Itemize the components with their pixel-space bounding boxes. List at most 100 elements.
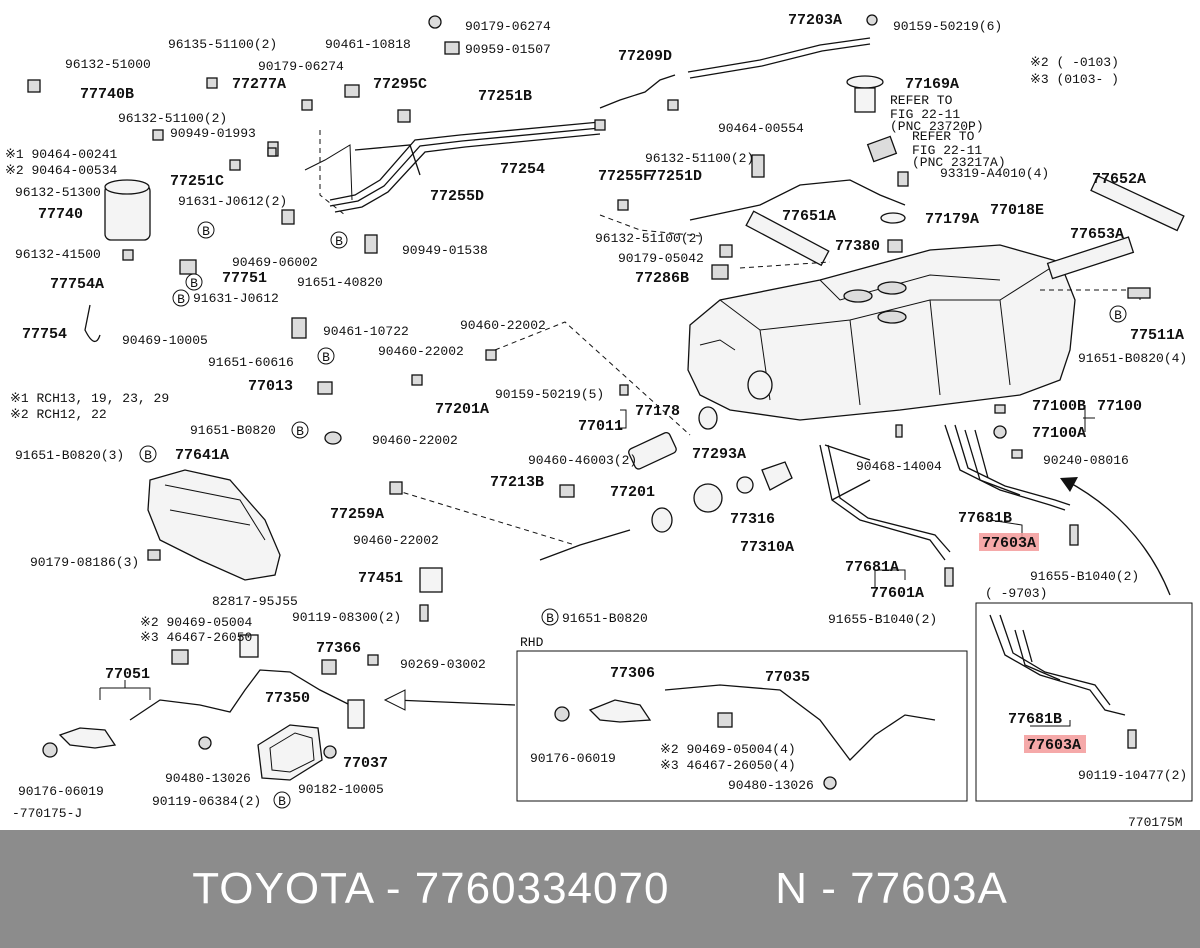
part-label: 77213B — [490, 474, 544, 491]
part-label: 91651-60616 — [208, 355, 294, 370]
hose-77259a-inner — [332, 457, 361, 498]
tube-77203a — [687, 37, 871, 79]
part-label: -770175-J — [12, 806, 82, 821]
part-label: 90949-01538 — [402, 243, 488, 258]
part-label: FIG 22-11 — [912, 143, 982, 158]
part-label: 91651-B0820 — [190, 423, 276, 438]
lever-77306-lhd — [58, 727, 117, 749]
part-label: ※3 (0103- ) — [1030, 72, 1119, 87]
part-label: 77035 — [765, 669, 810, 686]
part-label: 90119-06384(2) — [152, 794, 261, 809]
part-label: 77169A — [905, 76, 959, 93]
parts-diagram: B B B B B B B B B B 96132-51000 77740B 9… — [5, 12, 1193, 830]
part-label: 77037 — [343, 755, 388, 772]
badge-b: B — [202, 224, 210, 239]
part-label: 91631-J0612(2) — [178, 194, 287, 209]
part-label: 77100A — [1032, 425, 1086, 442]
filler-pipe-77201 — [539, 507, 673, 579]
protector-77653a — [1046, 236, 1135, 280]
part-label: 96132-51000 — [65, 57, 151, 72]
part-label: 77651A — [782, 208, 836, 225]
part-label: ※1 RCH13, 19, 23, 29 — [10, 391, 169, 406]
part-label: 90119-10477(2) — [1078, 768, 1187, 783]
part-label: 90176-06019 — [530, 751, 616, 766]
part-label: 77013 — [248, 378, 293, 395]
part-label: 96135-51100(2) — [168, 37, 277, 52]
part-label: 90461-10722 — [323, 324, 409, 339]
fuel-cap-77310a — [761, 461, 793, 491]
part-label: 77754A — [50, 276, 104, 293]
part-label: 77740B — [80, 86, 134, 103]
part-label: 77641A — [175, 447, 229, 464]
part-label: 90159-50219(6) — [893, 19, 1002, 34]
part-label: 91651-B0820(3) — [15, 448, 124, 463]
part-label: 77255D — [430, 188, 484, 205]
part-label: 90949-01993 — [170, 126, 256, 141]
part-label: REFER TO — [890, 93, 953, 108]
part-label: 96132-51300 — [15, 185, 101, 200]
badge-b: B — [335, 234, 343, 249]
part-label: 90480-13026 — [728, 778, 814, 793]
part-label: 77179A — [925, 211, 979, 228]
part-label: 90460-22002 — [378, 344, 464, 359]
part-labels: 96132-51000 77740B 96135-51100(2) 90461-… — [5, 12, 1187, 830]
part-label: 77740 — [38, 206, 83, 223]
part-label: 77681A — [845, 559, 899, 576]
part-label: 91655-B1040(2) — [828, 612, 937, 627]
part-label: 96132-51100(2) — [595, 231, 704, 246]
part-label: 96132-51100(2) — [645, 151, 754, 166]
protector-77651a — [745, 210, 830, 267]
part-label: 77451 — [358, 570, 403, 587]
part-label: ※1 90464-00241 — [5, 147, 118, 162]
part-label: 90179-06274 — [465, 19, 551, 34]
part-label: 90460-46003(2) — [528, 453, 637, 468]
part-label: ※3 46467-26050(4) — [660, 758, 796, 773]
part-label: 91631-J0612 — [193, 291, 279, 306]
filler-neck-77011 — [628, 406, 718, 470]
part-label: 77286B — [635, 270, 689, 287]
part-label: 90469-10005 — [122, 333, 208, 348]
protector-77652a — [1090, 175, 1185, 232]
cable-77051 — [129, 669, 351, 721]
part-label: 77754 — [22, 326, 67, 343]
part-label: ( -9703) — [985, 586, 1047, 601]
part-label: 90182-10005 — [298, 782, 384, 797]
detail-box-9703 — [975, 602, 1193, 802]
part-label: 77310A — [740, 539, 794, 556]
part-label: 77316 — [730, 511, 775, 528]
tube-77018e — [689, 179, 906, 221]
part-label: 77681B — [1008, 711, 1062, 728]
part-label: 77201 — [610, 484, 655, 501]
part-label: 90461-10818 — [325, 37, 411, 52]
fuel-tubes-77251b — [304, 121, 601, 213]
hose-77277a-inner — [223, 98, 302, 134]
tank-strap-77601a — [819, 444, 951, 561]
hose-77201a-inner — [429, 357, 491, 388]
part-label: ※2 RCH12, 22 — [10, 407, 107, 422]
part-label: 91651-B0820 — [562, 611, 648, 626]
part-label: 91651-40820 — [297, 275, 383, 290]
part-label: 91651-B0820(4) — [1078, 351, 1187, 366]
arrow-head-curve — [1060, 477, 1078, 492]
part-label: 90460-22002 — [460, 318, 546, 333]
part-label: 90460-22002 — [353, 533, 439, 548]
part-label: REFER TO — [912, 129, 975, 144]
highlight-77603a-detail — [1024, 735, 1086, 753]
part-label: (PNC 23217A) — [912, 155, 1006, 170]
ring-77293a — [693, 483, 723, 513]
arrow-curve-detail — [1064, 479, 1171, 596]
part-label: 96132-51100(2) — [118, 111, 227, 126]
lever-77306 — [588, 699, 652, 723]
hose-77251c-inner — [173, 138, 222, 167]
footer-bar: TOYOTA - 7760334070 N - 77603A — [0, 830, 1200, 948]
cable-77035 — [664, 684, 936, 761]
part-label: 93319-A4010(4) — [940, 166, 1049, 181]
part-label: FIG 22-11 — [890, 107, 960, 122]
part-label: 90240-08016 — [1043, 453, 1129, 468]
part-label: 90176-06019 — [18, 784, 104, 799]
badge-b: B — [546, 611, 554, 626]
part-label: 77100 — [1097, 398, 1142, 415]
part-label: ※2 90469-05004(4) — [660, 742, 796, 757]
badge-b: B — [278, 794, 286, 809]
part-label: 77601A — [870, 585, 924, 602]
